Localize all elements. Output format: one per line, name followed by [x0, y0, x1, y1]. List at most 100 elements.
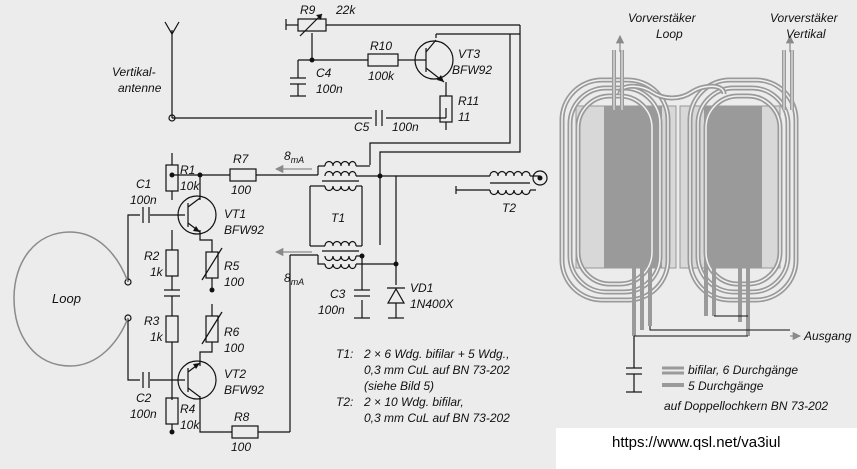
r11-name: R11: [458, 94, 479, 108]
vt3-name: VT3: [458, 47, 480, 61]
c4-value: 100n: [316, 82, 343, 96]
vt3-value: BFW92: [452, 63, 492, 77]
r1-name: R1: [180, 163, 195, 177]
r1-value: 10k: [180, 179, 200, 193]
vt2-name: VT2: [224, 367, 246, 381]
vt3-transistor: [414, 39, 454, 83]
vt1-transistor: [177, 195, 217, 235]
output-capacitor: [626, 335, 642, 393]
r9-resistor: [297, 18, 327, 32]
t1-name: T1: [331, 211, 345, 225]
c5-name: C5: [354, 120, 370, 134]
core-top-left-line1: Vorverstäker: [628, 11, 697, 25]
r11-value: 11: [458, 110, 470, 124]
r11-resistor: [439, 95, 453, 123]
r3-resistor: [165, 315, 179, 343]
t1-transformer: [322, 160, 359, 270]
c1-capacitor: [142, 207, 150, 223]
transistors: [177, 39, 454, 400]
r6-name: R6: [224, 325, 240, 339]
r10-resistor: [367, 53, 399, 67]
r1-resistor: [165, 164, 179, 192]
r10-value: 100k: [368, 69, 395, 83]
r7-resistor: [229, 168, 257, 182]
legend-single: 5 Durchgänge: [688, 379, 764, 393]
c2-name: C2: [136, 391, 152, 405]
t2-transformer: [489, 170, 531, 196]
c3-value: 100n: [318, 303, 345, 317]
loop-label: Loop: [52, 291, 81, 306]
c3-name: C3: [330, 287, 346, 301]
junctions: [124, 57, 399, 435]
r10-name: R10: [370, 39, 392, 53]
resistors: [165, 13, 453, 439]
vd1-value: 1N400X: [410, 297, 454, 311]
current-arrows: [274, 164, 312, 257]
vt2-transistor: [177, 360, 217, 400]
circuit-wiring: [127, 19, 540, 433]
c3-capacitor: [354, 289, 370, 297]
r3-value: 1k: [150, 330, 164, 344]
c4-capacitor: [290, 77, 306, 97]
core-top-right-line1: Vorverstäker: [770, 11, 839, 25]
antenna-label: Vertikal-: [112, 65, 156, 79]
capacitors: [142, 77, 642, 393]
source-url-watermark: https://www.qsl.net/va3iul: [556, 428, 857, 469]
r9-value: 22k: [335, 3, 356, 17]
c1-name: C1: [136, 177, 151, 191]
r7-value: 100: [231, 183, 251, 197]
vd1-diode: [386, 287, 406, 304]
r8-name: R8: [234, 410, 250, 424]
r4-resistor: [165, 397, 179, 425]
t2-name: T2: [502, 201, 516, 215]
antenna-label-2: antenne: [118, 81, 162, 95]
binocular-core-drawing: Vorverstäker Loop Vorverstäker Vertikal …: [559, 11, 852, 413]
winding-notes: T1: 2 × 6 Wdg. bifilar + 5 Wdg., 0,3 mm …: [336, 347, 510, 425]
c2-value: 100n: [130, 407, 157, 421]
t2-note-label: T2:: [336, 395, 353, 409]
core-legend: bifilar, 6 Durchgänge 5 Durchgänge auf D…: [662, 363, 828, 413]
c5-value: 100n: [392, 120, 419, 134]
core-top-left-line2: Loop: [656, 27, 683, 41]
core-body: [575, 105, 781, 269]
output-connector[interactable]: [532, 170, 548, 186]
vt1-value: BFW92: [224, 223, 264, 237]
component-labels: Vertikal- antenne Loop R9 22k R10 100k C…: [52, 3, 516, 454]
r8-resistor: [231, 425, 259, 439]
core-output-label: Ausgang: [803, 329, 852, 343]
r2-value: 1k: [150, 265, 164, 279]
r5-name: R5: [224, 259, 240, 273]
core-top-right-line2: Vertikal: [786, 27, 826, 41]
r2-name: R2: [144, 249, 160, 263]
c2-capacitor: [142, 372, 150, 388]
r5-resistor: [205, 251, 219, 279]
legend-bifilar: bifilar, 6 Durchgänge: [688, 363, 798, 377]
core-leads: [612, 34, 802, 341]
t1-note-label: T1:: [336, 347, 353, 361]
r4-value: 10k: [180, 418, 200, 432]
r4-name: R4: [180, 402, 196, 416]
r5-value: 100: [224, 275, 244, 289]
vd1-name: VD1: [410, 281, 433, 295]
t1-note-line1: 2 × 6 Wdg. bifilar + 5 Wdg.,: [363, 347, 509, 361]
c1-value: 100n: [130, 193, 157, 207]
c4-name: C4: [316, 66, 332, 80]
r6-value: 100: [224, 341, 244, 355]
t2-note-line2: 0,3 mm CuL auf BN 73-202: [364, 411, 510, 425]
r9-name: R9: [300, 3, 316, 17]
t1-note-line3: (siehe Bild 5): [364, 379, 434, 393]
transformers: [322, 160, 548, 270]
r7-name: R7: [233, 152, 250, 166]
t1-note-line2: 0,3 mm CuL auf BN 73-202: [364, 363, 510, 377]
loop-antenna: [13, 231, 129, 367]
r6-resistor: [205, 315, 219, 343]
vt1-name: VT1: [224, 207, 246, 221]
r8-value: 100: [231, 440, 251, 454]
r3-name: R3: [144, 314, 160, 328]
t2-note-line1: 2 × 10 Wdg. bifilar,: [363, 395, 464, 409]
r2-resistor: [165, 249, 179, 277]
current-top-value: 8mA: [284, 149, 304, 165]
legend-core: auf Doppellochkern BN 73-202: [664, 399, 828, 413]
